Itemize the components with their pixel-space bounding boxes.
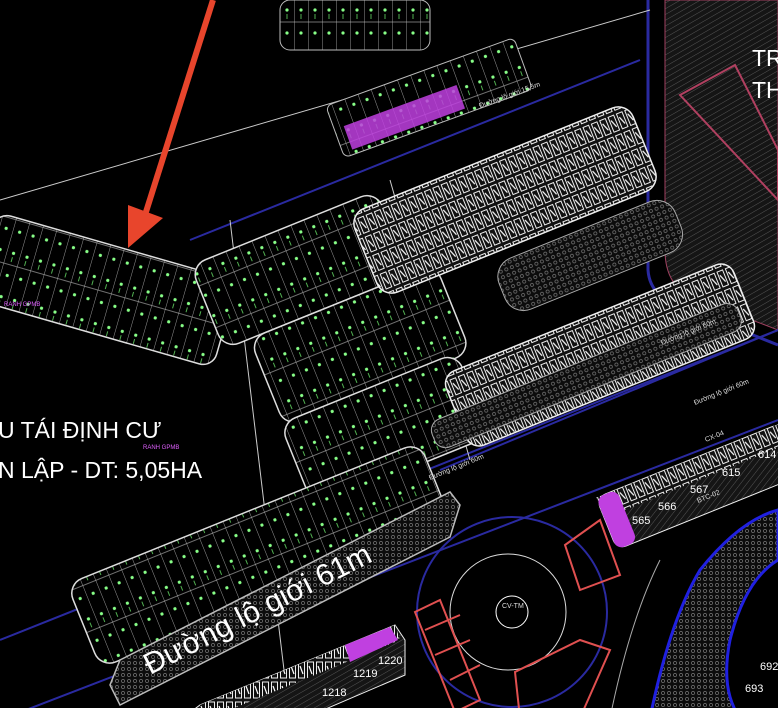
- title-line-1: U TÁI ĐỊNH CƯ: [0, 417, 162, 443]
- lot-number: 1219: [353, 668, 377, 680]
- green-strip-park: [430, 302, 742, 449]
- road-label: Đường lộ giới 60m: [693, 378, 750, 407]
- boundary-label: RANH GPMB: [4, 302, 40, 308]
- lot-number: 565: [632, 515, 650, 527]
- bottom-bar: [0, 708, 778, 720]
- lot-number: 693: [745, 683, 763, 695]
- center-label-circle: [495, 595, 529, 629]
- block-top: [279, 0, 431, 51]
- lot-number: 1218: [322, 687, 346, 699]
- title-line-2: N LẬP - DT: 5,05HA: [0, 457, 203, 483]
- red-arrow-icon: [128, 0, 216, 248]
- top-right-text-2: TH: [752, 77, 778, 103]
- block-white-top: [353, 106, 657, 294]
- block-top-magenta: [326, 38, 532, 157]
- river-bank: [609, 559, 661, 719]
- magenta-lot: [598, 491, 636, 548]
- top-right-text-1: TR: [752, 45, 778, 71]
- lot-number: 1220: [378, 655, 402, 667]
- main-road-median: [109, 491, 461, 707]
- park-cx: [497, 199, 684, 312]
- lot-number: 615: [722, 467, 740, 479]
- lot-number: 567: [690, 484, 708, 496]
- roundabout: [449, 553, 567, 671]
- building-outline: [678, 63, 778, 202]
- block-bottom-lots: [179, 624, 406, 720]
- lot-number: 692: [760, 661, 778, 673]
- lot-number: 566: [658, 501, 676, 513]
- boundary-label: RANH GPMB: [143, 445, 179, 451]
- center-label: CV-TM: [502, 603, 524, 610]
- lot-number: 614: [758, 449, 776, 461]
- magenta-lot-bottom: [345, 627, 398, 662]
